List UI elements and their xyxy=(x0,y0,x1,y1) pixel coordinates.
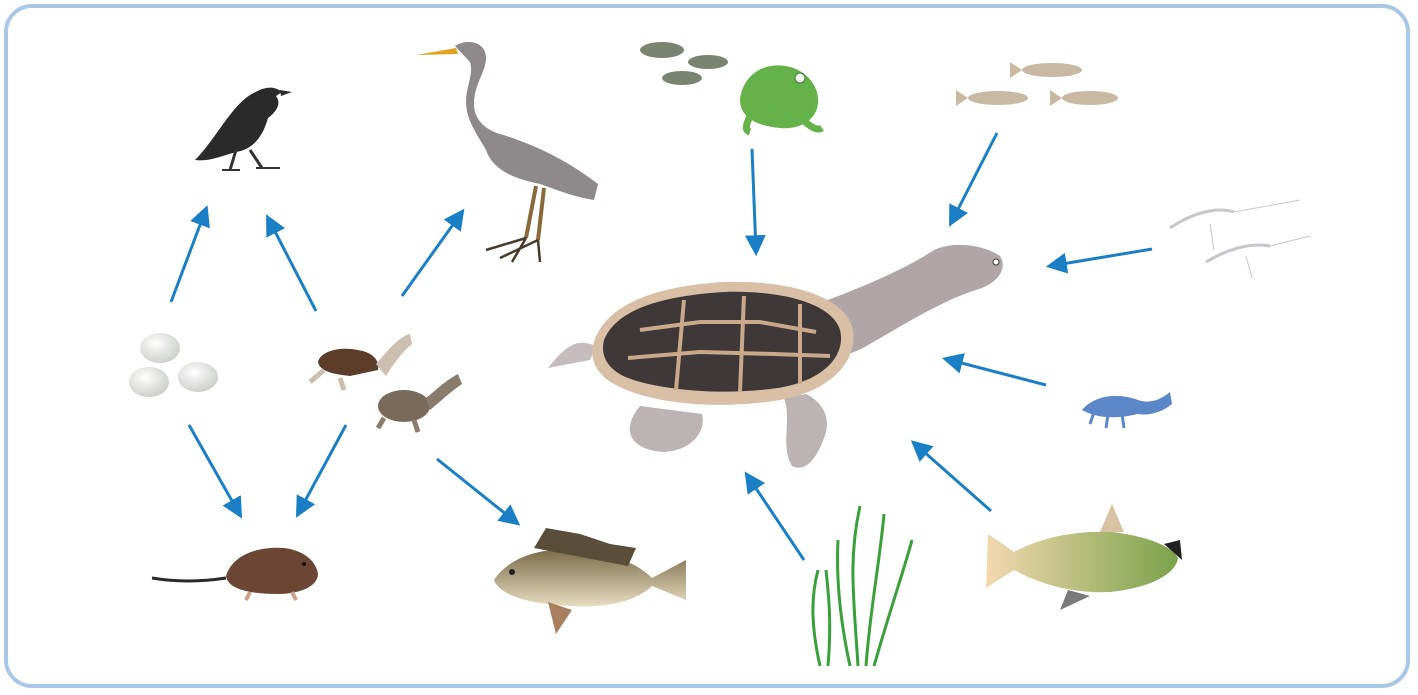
shrimp-icon xyxy=(1170,200,1310,278)
rat-icon xyxy=(152,548,318,600)
arrow-water-plants-to-adult-turtle xyxy=(747,475,804,560)
heron-icon xyxy=(416,42,598,262)
water-plants-icon xyxy=(813,506,912,666)
carp-icon xyxy=(986,504,1182,610)
arrow-crayfish-to-adult-turtle xyxy=(946,359,1046,385)
arrow-juvenile-turtles-to-heron xyxy=(402,212,462,296)
tadpoles-icon xyxy=(640,42,728,85)
arrow-juvenile-turtles-to-crow xyxy=(268,218,316,311)
long-necked-turtle-icon xyxy=(548,245,1003,468)
arrow-eggs-to-crow xyxy=(171,209,206,302)
arrow-juvenile-turtles-to-rat xyxy=(298,425,346,514)
juvenile-turtles-icon xyxy=(310,334,462,432)
small-fish-icon xyxy=(956,62,1118,106)
arrow-tadpoles-to-adult-turtle xyxy=(752,149,756,252)
arrow-carp-to-adult-turtle xyxy=(914,443,991,511)
frog-icon xyxy=(740,65,822,132)
arrow-eggs-to-rat xyxy=(189,425,240,515)
perch-icon xyxy=(494,528,686,634)
arrow-juvenile-turtles-to-perch xyxy=(437,459,517,523)
crow-icon xyxy=(195,88,292,170)
eggs-icon xyxy=(129,333,218,397)
arrow-shrimp-to-adult-turtle xyxy=(1050,249,1152,266)
arrow-small-fish-to-adult-turtle xyxy=(951,133,997,223)
crayfish-icon xyxy=(1082,392,1172,428)
